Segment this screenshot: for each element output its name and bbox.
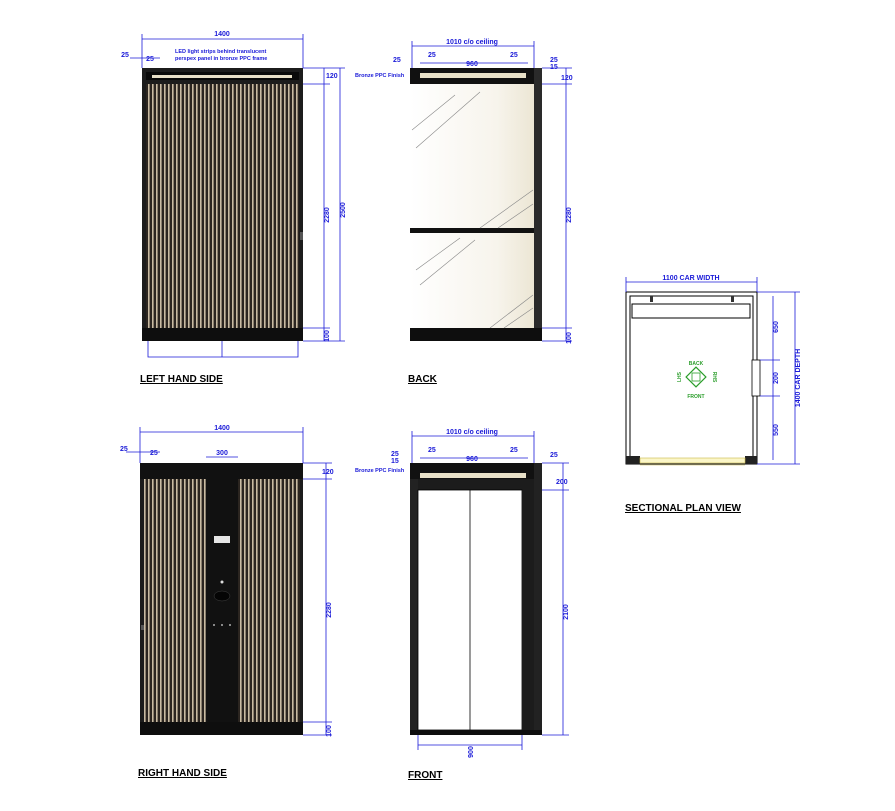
back-d-r3: 15: [550, 64, 558, 71]
plan-sill: [639, 457, 746, 464]
front-top-h-dim: 200: [556, 479, 568, 486]
plan-car-width: 1100 CAR WIDTH: [662, 275, 719, 282]
back-top-h-dim: 120: [561, 75, 573, 82]
front-d-l1: 25: [391, 451, 399, 458]
back-ceiling-dim: 1010 c/o ceiling: [446, 39, 498, 46]
rhs-display: [214, 536, 230, 543]
lhs-d1-dim: 25: [121, 52, 129, 59]
front-finish-note: Bronze PPC Finish: [355, 468, 405, 474]
rhs-panel-dim: 300: [216, 450, 228, 457]
rhs-d1-dim: 25: [120, 446, 128, 453]
rhs-mid-h-dim: 2280: [326, 602, 333, 618]
back-d-l1: 25: [393, 57, 401, 64]
lhs-total-h-dim: 2500: [340, 202, 347, 218]
sectional-plan-view: BACK FRONT LHS RHS 1100 CAR WIDTH 650 20…: [625, 275, 802, 514]
front-door-h-dim: 2100: [563, 604, 570, 620]
rhs-speaker: [213, 590, 231, 602]
front-d-l2: 15: [391, 458, 399, 465]
plan-lower-dim: 550: [773, 424, 780, 436]
lhs-width-dim: 1400: [214, 31, 230, 38]
plan-upper-dim: 650: [773, 321, 780, 333]
plan-cop: [751, 359, 761, 397]
back-inner-dim: 960: [466, 61, 478, 68]
compass-back: BACK: [689, 361, 704, 367]
rhs-bottom-h-dim: 100: [326, 725, 333, 737]
lhs-top-h-dim: 120: [326, 73, 338, 80]
front-ceiling-dim: 1010 c/o ceiling: [446, 429, 498, 436]
front-d-l3: 25: [428, 447, 436, 454]
rhs-d2-dim: 25: [150, 450, 158, 457]
front-d-r1: 25: [510, 447, 518, 454]
lhs-slat-panel: [146, 84, 299, 328]
plan-car-outline: [625, 291, 758, 465]
left-hand-side-view: 1400 25 25 LED light strips behind trans…: [121, 31, 347, 385]
plan-compass: BACK FRONT LHS RHS: [677, 361, 717, 400]
lhs-mid-h-dim: 2280: [324, 207, 331, 223]
back-view-label: BACK: [408, 374, 438, 385]
lhs-d2-dim: 25: [146, 56, 154, 63]
compass-lhs: LHS: [677, 371, 683, 382]
right-hand-side-view: 1400 25 25 300 120 2280 100 RIGHT HAND S…: [120, 425, 334, 779]
back-bottom-h-dim: 100: [566, 332, 573, 344]
lhs-bottom-h-dim: 100: [324, 330, 331, 342]
rhs-width-dim: 1400: [214, 425, 230, 432]
plan-car-depth: 1400 CAR DEPTH: [795, 349, 802, 407]
back-view: 1010 c/o ceiling 960 25 25 25 25 15 Bron…: [355, 39, 573, 385]
lhs-view-label: LEFT HAND SIDE: [140, 374, 223, 385]
back-mid-h-dim: 2280: [566, 207, 573, 223]
back-finish-note: Bronze PPC Finish: [355, 73, 405, 79]
back-d-r1: 25: [510, 52, 518, 59]
compass-front: FRONT: [687, 394, 704, 400]
lhs-note-2: perspex panel in bronze PPC frame: [175, 56, 267, 62]
lhs-note-1: LED light strips behind translucent: [175, 49, 267, 55]
rhs-slat-panel-left: [144, 479, 206, 722]
back-mirror-panel: [410, 84, 534, 328]
front-d-r2: 25: [550, 452, 558, 459]
rhs-slat-panel-right: [238, 479, 300, 722]
rhs-view-label: RIGHT HAND SIDE: [138, 768, 227, 779]
plan-view-label: SECTIONAL PLAN VIEW: [625, 503, 741, 514]
front-inner-dim: 960: [466, 456, 478, 463]
compass-rhs: RHS: [711, 372, 717, 383]
front-door-w-dim: 900: [468, 746, 475, 758]
back-d-r2: 25: [550, 57, 558, 64]
back-d-l2: 25: [428, 52, 436, 59]
front-view-label: FRONT: [408, 770, 442, 781]
front-view: 1010 c/o ceiling 960 25 15 25 25 25 Bron…: [355, 429, 570, 781]
rhs-top-h-dim: 120: [322, 469, 334, 476]
plan-mid-dim: 200: [773, 372, 780, 384]
